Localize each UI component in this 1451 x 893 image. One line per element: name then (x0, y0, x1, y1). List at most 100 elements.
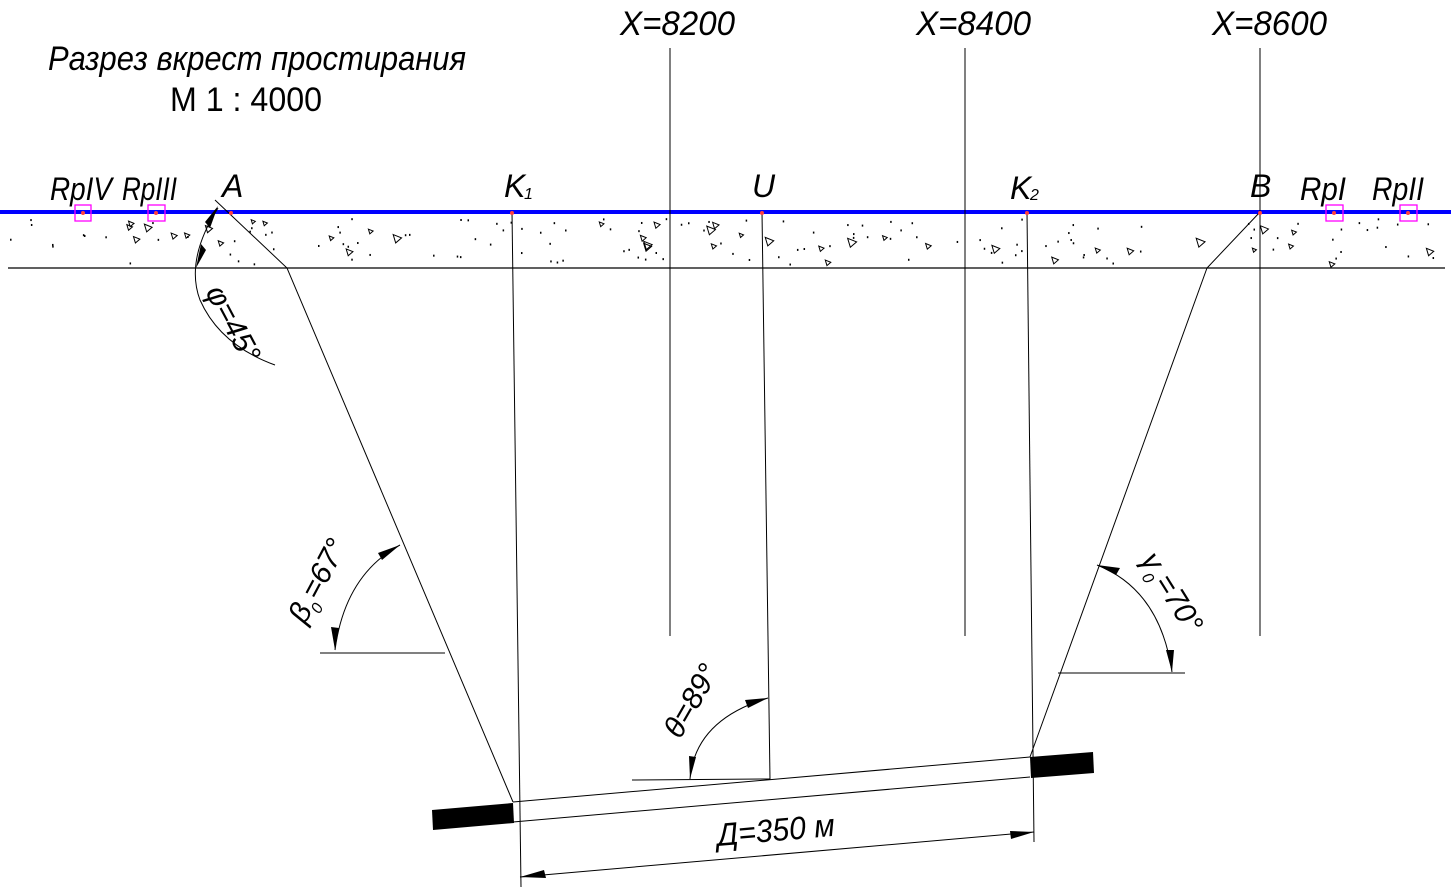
hatch-dot (1276, 237, 1279, 240)
point-b-label: B (1250, 168, 1271, 204)
hatch-dot (459, 256, 462, 259)
hatch-dot (502, 229, 505, 232)
hatch-dot (688, 222, 690, 225)
hatch-dot (539, 231, 542, 234)
hatch-dot (565, 229, 567, 232)
benchmark-rpiii-marker (147, 204, 166, 222)
grid-label-8600: X=8600 (1211, 5, 1327, 43)
hatch-triangle (127, 220, 135, 228)
distance-dimension-line (519, 831, 1035, 878)
hatch-dot (237, 260, 240, 263)
hatch-dot (628, 248, 630, 251)
phi-angle-label: φ=45° (199, 280, 267, 368)
hatch-triangle (1195, 237, 1207, 248)
gamma-value: =70° (1148, 568, 1209, 639)
hatch-dot (956, 240, 959, 243)
hatch-triangle (392, 233, 403, 244)
hatch-dot (1340, 228, 1343, 231)
hatch-dot (680, 223, 683, 226)
hatch-triangle (653, 221, 662, 230)
hatch-dot (489, 243, 492, 246)
hatch-dot (1407, 255, 1410, 258)
hatch-dot (369, 253, 371, 256)
hatch-triangle (1259, 224, 1270, 235)
hatch-triangle (217, 239, 225, 248)
hatch-dot (1385, 246, 1387, 249)
hatch-dot (983, 247, 986, 250)
hatch-dot (1112, 262, 1114, 265)
hatch-triangle (1328, 260, 1336, 269)
arrow-icon (689, 756, 696, 779)
point-k2-subscript: 2 (1029, 187, 1039, 204)
point-k1-label: K (504, 168, 527, 204)
hatch-dot (1140, 225, 1143, 228)
hatch-triangle (824, 259, 832, 267)
hatch-triangle (132, 235, 141, 244)
arrow-icon (1166, 650, 1174, 672)
hatch-triangle (924, 242, 933, 251)
benchmark-rpiv-marker (74, 204, 92, 222)
distance-label: Д=350 м (713, 807, 837, 853)
benchmark-rpiii-label: RpIII (122, 171, 177, 207)
hatch-dot (640, 221, 643, 224)
scale-label: М 1 : 4000 (170, 81, 322, 119)
hatch-dot (1272, 248, 1275, 251)
hatch-dot (460, 218, 462, 221)
hatch-dot (318, 244, 320, 247)
hatch-dot (351, 218, 353, 221)
point-k1-subscript: 1 (524, 186, 533, 203)
hatch-dot (708, 220, 710, 223)
hatch-triangle (642, 242, 653, 253)
hatch-dot (272, 248, 275, 251)
hatch-dot (1335, 257, 1337, 260)
arrow-icon (331, 627, 339, 650)
hatch-dot (521, 227, 523, 230)
hatch-dot (1016, 243, 1018, 246)
ore-body-top (512, 756, 1031, 803)
hatch-dot (433, 254, 435, 257)
hatch-dot (157, 238, 160, 241)
beta-angle-label: β 0 =67° (282, 533, 354, 629)
hatch-dot (852, 236, 855, 239)
hatch-dot (549, 242, 551, 245)
arrow-icon (745, 698, 768, 708)
hatch-dot (748, 258, 751, 261)
hatch-dot (1250, 237, 1252, 240)
grid-label-8400: X=8400 (915, 5, 1031, 43)
hatch-dot (907, 258, 910, 261)
hatch-dot (789, 263, 791, 266)
overburden-hatch (10, 218, 1435, 269)
hatch-dot (778, 256, 780, 259)
hatch-dot (720, 242, 722, 245)
hatch-dot (408, 233, 411, 236)
hatch-triangle (328, 235, 335, 242)
hatch-dot (803, 248, 806, 251)
hatch-dot (129, 262, 132, 265)
benchmark-rpi-label: RpI (1300, 171, 1346, 207)
hatch-triangle (705, 225, 717, 236)
hatch-dot (404, 234, 407, 237)
arrow-icon (378, 545, 400, 560)
hatch-dot (233, 240, 236, 243)
hatch-triangle (881, 234, 889, 242)
hatch-triangle (126, 223, 134, 232)
hatch-triangle (170, 232, 179, 241)
hatch-triangle (598, 221, 605, 228)
hatch-dot (474, 238, 477, 241)
hatch-triangle (345, 248, 354, 257)
hatch-dot (1072, 224, 1075, 227)
hatch-triangle (1126, 247, 1135, 256)
hatch-dot (249, 230, 251, 233)
hatch-dot (665, 218, 668, 221)
hatch-dot (339, 231, 341, 234)
hatch-dot (662, 258, 664, 261)
hatch-dot (253, 263, 256, 266)
arrow-icon (205, 206, 218, 228)
hatch-dot (357, 242, 359, 245)
hatch-dot (496, 222, 498, 225)
ore-outcrop-right (1030, 752, 1094, 778)
hatch-dot (1297, 222, 1299, 225)
hatch-dot (251, 227, 253, 230)
